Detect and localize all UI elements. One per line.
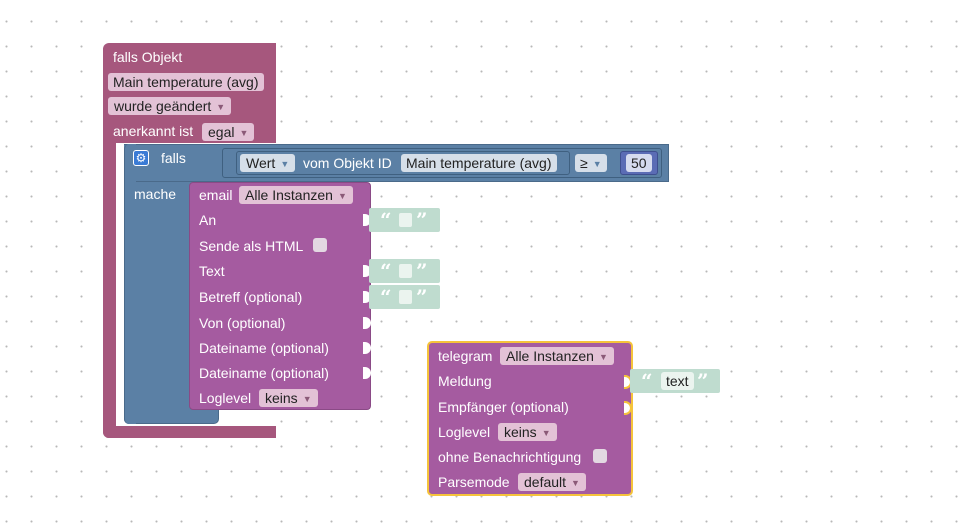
email-from-label: Von (optional): [199, 315, 286, 331]
email-to-input-notch[interactable]: [363, 214, 371, 226]
operator-dropdown-label: ≥: [580, 155, 588, 171]
quote-open-icon: “: [380, 285, 392, 309]
do-label: mache: [134, 186, 177, 202]
number-field[interactable]: 50: [626, 154, 652, 172]
email-file1-input-notch[interactable]: [363, 342, 371, 354]
email-file1-label: Dateiname (optional): [199, 340, 329, 356]
email-html-checkbox[interactable]: [313, 238, 327, 252]
telegram-instance-dropdown-label: Alle Instanzen: [506, 348, 594, 364]
dropdown-arrow-icon: ▼: [337, 191, 347, 201]
operator-dropdown[interactable]: ≥▼: [575, 154, 607, 172]
email-to-text-field[interactable]: [399, 213, 412, 227]
dropdown-arrow-icon: ▼: [302, 394, 312, 404]
dropdown-arrow-icon: ▼: [216, 102, 226, 112]
value-dropdown[interactable]: Wert ▼: [240, 154, 296, 172]
email-to-label: An: [199, 212, 217, 228]
dropdown-arrow-icon: ▼: [592, 159, 602, 169]
if-label: falls: [161, 150, 186, 166]
email-file2-label: Dateiname (optional): [199, 365, 329, 381]
telegram-silent-label: ohne Benachrichtigung: [438, 449, 582, 465]
email-text-text-block[interactable]: “ ”: [369, 259, 440, 283]
email-text-text-field[interactable]: [399, 264, 412, 278]
telegram-message-text-field[interactable]: text: [661, 372, 694, 390]
dropdown-arrow-icon: ▼: [571, 478, 580, 488]
telegram-recipient-label: Empfänger (optional): [438, 399, 569, 415]
trigger-ack-dropdown[interactable]: egal ▼: [202, 123, 255, 141]
email-instance-dropdown-label: Alle Instanzen: [245, 187, 333, 203]
email-text-input-notch[interactable]: [363, 265, 371, 277]
dropdown-arrow-icon: ▼: [598, 352, 608, 362]
telegram-block[interactable]: [427, 341, 633, 496]
telegram-loglevel-label: Loglevel: [438, 424, 491, 440]
email-subject-text-field[interactable]: [399, 290, 412, 304]
quote-close-icon: ”: [697, 369, 709, 393]
from-object-label: vom Objekt ID: [303, 155, 392, 171]
telegram-parsemode-dropdown[interactable]: default ▼: [518, 473, 586, 491]
quote-open-icon: “: [380, 259, 392, 283]
email-html-label: Sende als HTML: [199, 238, 304, 254]
email-loglevel-dropdown[interactable]: keins ▼: [259, 389, 318, 407]
trigger-ack-label: anerkannt ist: [113, 123, 194, 139]
telegram-message-text-block[interactable]: “ text ”: [630, 369, 720, 393]
email-instance-dropdown[interactable]: Alle Instanzen ▼: [239, 186, 353, 204]
dropdown-arrow-icon: ▼: [541, 428, 551, 438]
dropdown-arrow-icon: ▼: [280, 159, 290, 169]
quote-open-icon: “: [641, 369, 653, 393]
trigger-event-dropdown-label: wurde geändert: [114, 98, 212, 114]
trigger-ack-dropdown-label: egal: [208, 124, 235, 140]
object-id-field[interactable]: Main temperature (avg): [401, 154, 557, 172]
email-text-label: Text: [199, 263, 225, 279]
telegram-parsemode-dropdown-label: default: [524, 474, 567, 490]
email-to-text-block[interactable]: “ ”: [369, 208, 440, 232]
if-do-slot: [136, 182, 188, 414]
email-file2-input-notch[interactable]: [363, 367, 371, 379]
email-subject-text-block[interactable]: “ ”: [369, 285, 440, 309]
email-loglevel-dropdown-label: keins: [265, 390, 298, 406]
email-block[interactable]: [189, 182, 371, 410]
email-title: email: [199, 187, 233, 203]
quote-close-icon: ”: [416, 259, 428, 283]
telegram-message-label: Meldung: [438, 373, 492, 389]
trigger-event-dropdown[interactable]: wurde geändert ▼: [108, 97, 232, 115]
telegram-title: telegram: [438, 348, 493, 364]
telegram-recipient-input-notch[interactable]: [624, 401, 632, 415]
trigger-title: falls Objekt: [113, 49, 183, 65]
telegram-loglevel-dropdown[interactable]: keins ▼: [498, 423, 557, 441]
value-dropdown-label: Wert: [246, 155, 276, 171]
email-subject-input-notch[interactable]: [363, 291, 371, 303]
email-from-input-notch[interactable]: [363, 317, 371, 329]
dropdown-arrow-icon: ▼: [239, 128, 249, 138]
email-subject-label: Betreff (optional): [199, 289, 303, 305]
quote-close-icon: ”: [416, 285, 428, 309]
telegram-loglevel-dropdown-label: keins: [504, 424, 537, 440]
trigger-object-field[interactable]: Main temperature (avg): [108, 73, 264, 91]
email-loglevel-label: Loglevel: [199, 390, 252, 406]
gear-icon[interactable]: ⚙: [133, 150, 149, 166]
telegram-silent-checkbox[interactable]: [593, 449, 607, 463]
quote-close-icon: ”: [416, 208, 428, 232]
trigger-bottom-arm: [103, 426, 276, 438]
telegram-instance-dropdown[interactable]: Alle Instanzen ▼: [500, 347, 614, 365]
telegram-parsemode-label: Parsemode: [438, 474, 510, 490]
quote-open-icon: “: [380, 208, 392, 232]
if-block-left-edge: [124, 144, 136, 424]
